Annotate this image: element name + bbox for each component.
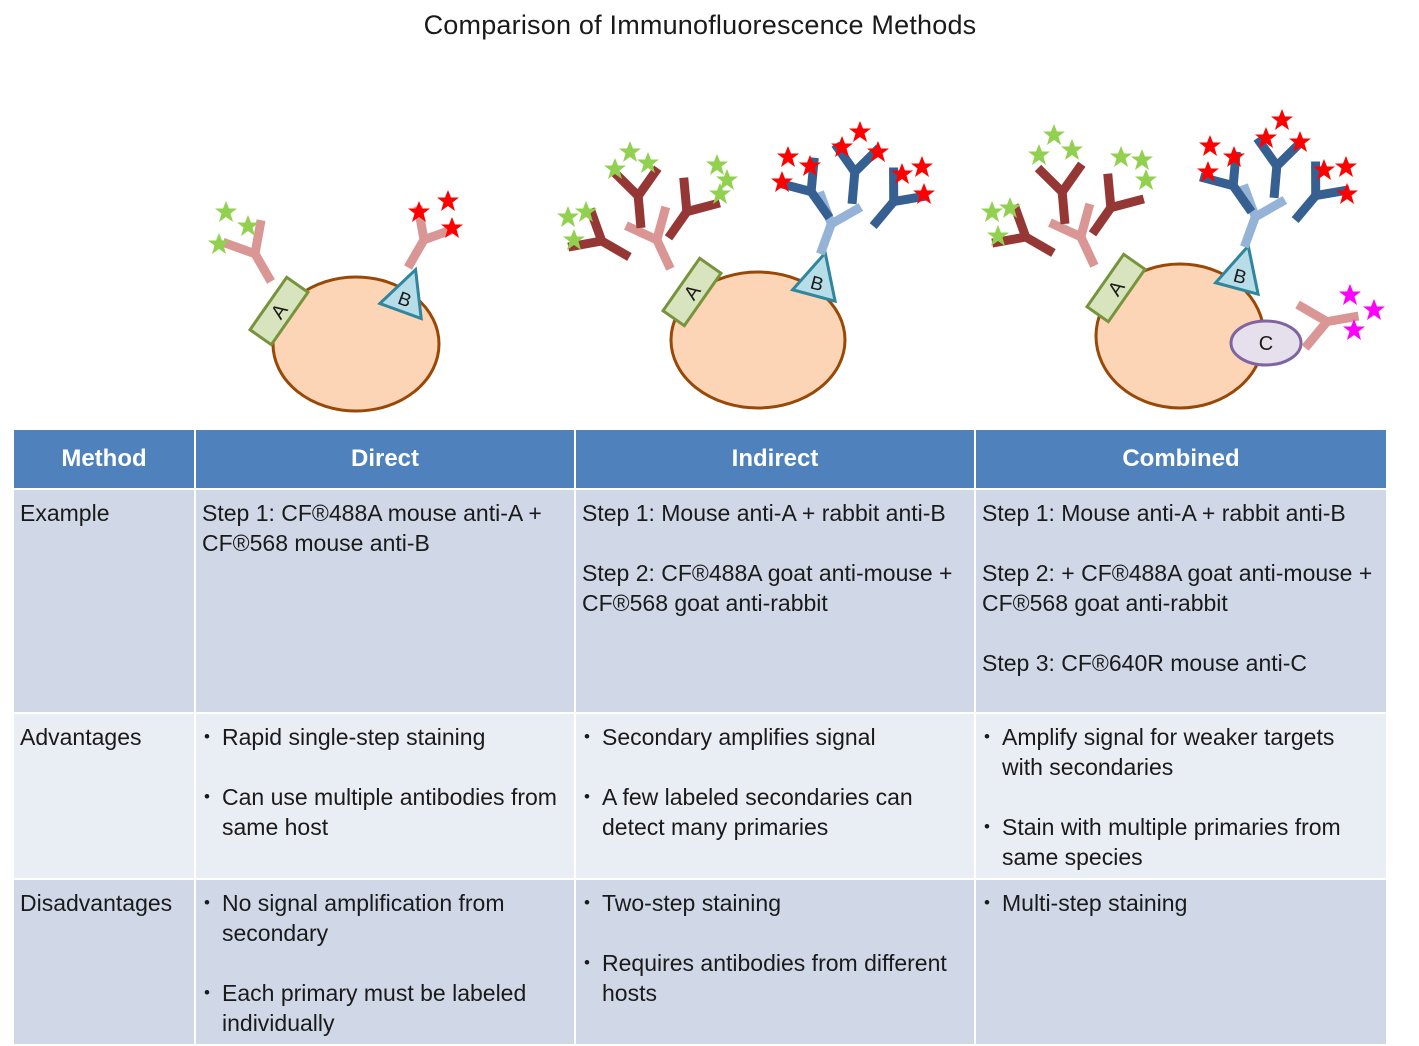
step-text: Step 2: + CF®488A goat anti-mouse + CF®5… [982, 560, 1373, 616]
indirect-illustration: A B [557, 121, 935, 410]
header-combined: Combined [974, 428, 1388, 490]
green-star-icon [1110, 146, 1132, 167]
antigen-b-label: B [1231, 266, 1249, 290]
red-star-icon [1271, 109, 1293, 130]
cell-disadvantages-combined: Multi-step staining [974, 878, 1388, 1046]
table-header-row: Method Direct Indirect Combined [12, 428, 1388, 490]
row-label-advantages: Advantages [12, 712, 196, 880]
antigen-b-direct: B [377, 266, 423, 321]
secondary-antibody-anti-mouse [992, 205, 1064, 272]
header-method: Method [12, 428, 196, 490]
bullet-item: Two-step staining [582, 888, 968, 918]
secondary-antibody-anti-mouse [568, 209, 640, 276]
red-star-icon [911, 156, 933, 177]
green-star-icon [1131, 149, 1153, 170]
antigen-c-combined: C [1229, 319, 1303, 367]
table-row: Disadvantages No signal amplification fr… [12, 878, 1388, 1046]
antigen-a-combined: A [1084, 252, 1148, 324]
green-star-icon [619, 141, 641, 162]
bullet-item: Rapid single-step staining [202, 722, 568, 752]
step-text: Step 2: CF®488A goat anti-mouse + CF®568… [582, 560, 953, 616]
magenta-star-icon [1363, 299, 1385, 320]
direct-illustration: A B [208, 190, 463, 413]
step-text: Step 1: Mouse anti-A + rabbit anti-B [582, 500, 946, 526]
red-star-icon [1335, 156, 1357, 177]
bullet-item: A few labeled secondaries can detect man… [582, 782, 968, 842]
step-text: Step 3: CF®640R mouse anti-C [982, 650, 1308, 676]
cell-example-direct: Step 1: CF®488A mouse anti-A + CF®568 mo… [194, 488, 576, 714]
antigen-a-direct: A [247, 275, 311, 347]
green-star-icon [215, 201, 237, 222]
green-star-icon [1061, 139, 1083, 160]
page-title: Comparison of Immunofluorescence Methods [423, 10, 977, 40]
antigen-b-combined: B [1212, 242, 1261, 297]
bullet-item: No signal amplification from secondary [202, 888, 568, 948]
green-star-icon [1028, 144, 1050, 165]
step-text: Step 1: Mouse anti-A + rabbit anti-B [982, 500, 1346, 526]
cell-example-indirect: Step 1: Mouse anti-A + rabbit anti-B Ste… [574, 488, 976, 714]
green-star-icon [557, 206, 579, 227]
cell-disadvantages-indirect: Two-step staining Requires antibodies fr… [574, 878, 976, 1046]
secondary-antibody-anti-rabbit [1278, 161, 1349, 234]
bullet-item: Requires antibodies from different hosts [582, 948, 968, 1008]
red-star-icon [437, 190, 459, 211]
method-illustrations: A B A B [208, 109, 1385, 413]
comparison-table: Method Direct Indirect Combined Example … [12, 428, 1388, 1046]
row-label-disadvantages: Disadvantages [12, 878, 196, 1046]
bullet-item: Amplify signal for weaker targets with s… [982, 722, 1380, 782]
step-text: Step 1: CF®488A mouse anti-A + CF®568 mo… [202, 500, 542, 556]
table-row: Example Step 1: CF®488A mouse anti-A + C… [12, 488, 1388, 714]
secondary-antibody-anti-rabbit [856, 167, 927, 240]
antigen-a-indirect: A [660, 256, 724, 328]
secondary-antibody-anti-mouse [1038, 164, 1087, 226]
bullet-item: Secondary amplifies signal [582, 722, 968, 752]
primary-antibody-mouse [223, 220, 290, 292]
antigen-b-indirect: B [789, 249, 838, 304]
cell-example-combined: Step 1: Mouse anti-A + rabbit anti-B Ste… [974, 488, 1388, 714]
combined-illustration: A B C [981, 109, 1385, 410]
antigen-c-label: C [1259, 333, 1273, 355]
cell-advantages-indirect: Secondary amplifies signal A few labeled… [574, 712, 976, 880]
primary-antibody-mouse-labeled [1298, 294, 1363, 347]
antigen-b-label: B [808, 273, 826, 297]
cell-advantages-direct: Rapid single-step staining Can use multi… [194, 712, 576, 880]
red-star-icon [1199, 135, 1221, 156]
green-star-icon [1135, 169, 1157, 190]
bullet-item: Can use multiple antibodies from same ho… [202, 782, 568, 842]
header-direct: Direct [194, 428, 576, 490]
table-row: Advantages Rapid single-step staining Ca… [12, 712, 1388, 880]
red-star-icon [777, 146, 799, 167]
green-star-icon [1043, 124, 1065, 145]
row-label-example: Example [12, 488, 196, 714]
cell-indirect [669, 270, 847, 410]
bullet-item: Stain with multiple primaries from same … [982, 812, 1380, 872]
bullet-item: Each primary must be labeled individuall… [202, 978, 568, 1038]
cell-advantages-combined: Amplify signal for weaker targets with s… [974, 712, 1388, 880]
green-star-icon [706, 154, 728, 175]
red-star-icon [849, 121, 871, 142]
green-star-icon [981, 201, 1003, 222]
cell-disadvantages-direct: No signal amplification from secondary E… [194, 878, 576, 1046]
bullet-item: Multi-step staining [982, 888, 1380, 918]
magenta-star-icon [1339, 284, 1361, 305]
header-indirect: Indirect [574, 428, 976, 490]
